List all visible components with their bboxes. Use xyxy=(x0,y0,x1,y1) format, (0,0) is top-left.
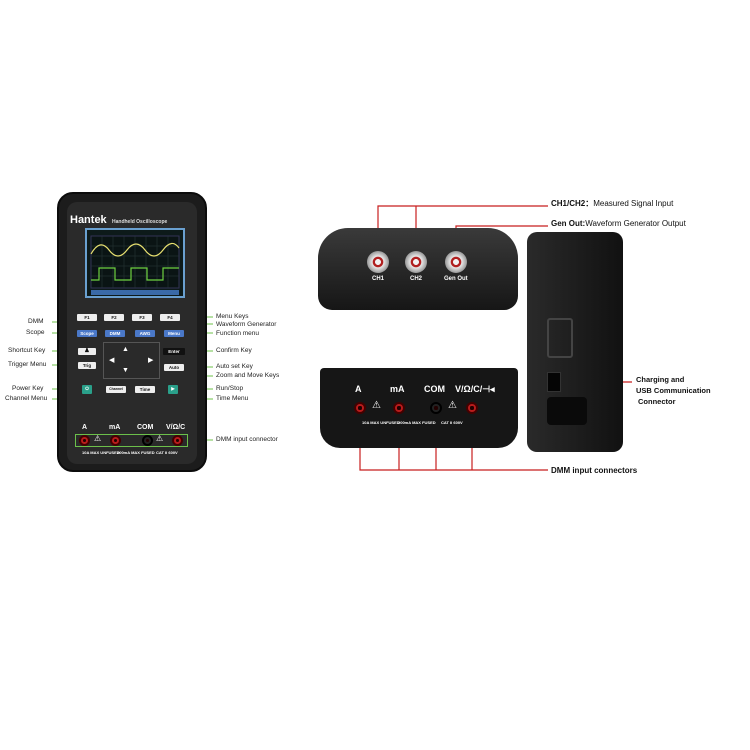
jack-note-a: 10A MAX UNFUSED xyxy=(82,450,120,455)
usb-port[interactable] xyxy=(547,372,561,392)
annotation-charging: Charging and USB Communication Connector xyxy=(636,374,711,407)
bottom-jack-label-v: V/Ω/C/⊣◂ xyxy=(455,384,495,394)
annotation-ch-bold: CH1/CH2： xyxy=(551,199,594,208)
f4-key[interactable]: F4 xyxy=(160,314,180,321)
side-cover xyxy=(547,318,573,358)
side-view xyxy=(527,232,623,452)
person-icon: ♟ xyxy=(84,348,90,354)
ch1-label: CH1 xyxy=(372,276,385,282)
channel-key[interactable]: Channel xyxy=(106,386,126,393)
bottom-jack-com[interactable] xyxy=(430,402,442,414)
bottom-view xyxy=(320,368,518,448)
jack-label-com: COM xyxy=(137,424,154,431)
bottom-jack-a[interactable] xyxy=(354,402,366,414)
jack-note-ma: 200mA MAX FUSED xyxy=(117,450,155,455)
bottom-note-a: 10A MAX UNFUSED xyxy=(362,420,400,425)
run-stop-key[interactable]: ▶ xyxy=(168,385,178,394)
annotation-charging-line2: USB Communication xyxy=(636,386,711,395)
dmm-key[interactable]: DMM xyxy=(105,330,125,337)
f1-key[interactable]: F1 xyxy=(77,314,97,321)
label-scope: Scope xyxy=(26,329,45,336)
usb-port-cover xyxy=(547,397,587,425)
brand-logo: Hantek xyxy=(70,214,107,226)
bottom-jack-ma[interactable] xyxy=(393,402,405,414)
label-time-menu: Time Menu xyxy=(216,395,249,402)
model-line: Handheld Oscilloscope xyxy=(112,219,168,225)
annotation-gen-bold: Gen Out: xyxy=(551,219,586,228)
label-waveform-generator: Waveform Generator xyxy=(216,321,277,328)
jack-label-v: V/Ω/C xyxy=(166,424,186,431)
label-confirm-key: Confirm Key xyxy=(216,347,252,354)
time-key[interactable]: Time xyxy=(135,386,155,393)
annotation-gen-rest: Waveform Generator Output xyxy=(585,219,686,228)
awg-key[interactable]: AWG xyxy=(135,330,155,337)
label-dmm-input: DMM input connector xyxy=(216,436,278,443)
annotation-gen: Gen Out:Waveform Generator Output xyxy=(551,219,686,228)
sine-waveform xyxy=(90,242,180,257)
annotation-ch: CH1/CH2：Measured Signal Input xyxy=(551,198,673,209)
label-shortcut-key: Shortcut Key xyxy=(8,347,46,354)
label-auto-set-key: Auto set Key xyxy=(216,363,253,370)
up-arrow-icon[interactable]: ▲ xyxy=(122,346,129,353)
f2-key[interactable]: F2 xyxy=(104,314,124,321)
play-icon: ▶ xyxy=(171,386,175,391)
down-arrow-icon[interactable]: ▼ xyxy=(122,367,129,374)
bottom-jack-label-com: COM xyxy=(424,384,445,394)
jack-ma[interactable] xyxy=(110,435,121,446)
nav-cluster: ▲ ▼ ◀ ▶ xyxy=(103,342,160,379)
trig-key[interactable]: Trig xyxy=(78,362,96,369)
bottom-jack-v[interactable] xyxy=(466,402,478,414)
enter-key[interactable]: Enter xyxy=(163,348,185,355)
label-menu-keys: Menu Keys xyxy=(216,313,249,320)
warning-icon: ⚠ xyxy=(372,400,381,411)
left-arrow-icon[interactable]: ◀ xyxy=(109,357,115,364)
right-arrow-icon[interactable]: ▶ xyxy=(148,357,154,364)
f3-key[interactable]: F3 xyxy=(132,314,152,321)
power-icon: ⏻ xyxy=(85,386,89,391)
power-key[interactable]: ⏻ xyxy=(82,385,92,394)
jack-label-a: A xyxy=(82,424,88,431)
ch2-connector[interactable] xyxy=(405,251,427,273)
label-run-stop: Run/Stop xyxy=(216,385,244,392)
label-dmm: DMM xyxy=(28,318,44,325)
bottom-note-v: CAT II 600V xyxy=(441,420,463,425)
display-screen xyxy=(85,228,185,298)
bottom-jack-label-ma: mA xyxy=(390,384,405,394)
jack-a[interactable] xyxy=(79,435,90,446)
label-trigger-menu: Trigger Menu xyxy=(8,361,47,368)
bottom-jack-label-a: A xyxy=(355,384,362,394)
ch2-label: CH2 xyxy=(410,276,423,282)
jack-v[interactable] xyxy=(172,435,183,446)
ch1-connector[interactable] xyxy=(367,251,389,273)
jack-group xyxy=(75,434,188,447)
menu-key[interactable]: Menu xyxy=(164,330,184,337)
status-bar xyxy=(91,290,179,295)
warning-icon: ⚠ xyxy=(448,400,457,411)
label-function-menu: Function menu xyxy=(216,330,259,337)
square-waveform xyxy=(91,267,179,281)
scope-key[interactable]: Scope xyxy=(77,330,97,337)
label-power-key: Power Key xyxy=(12,385,44,392)
label-channel-menu: Channel Menu xyxy=(5,395,48,402)
jack-com[interactable] xyxy=(142,435,153,446)
annotation-charging-line1: Charging and xyxy=(636,375,685,384)
bottom-note-ma: 200mA MAX FUSED xyxy=(398,420,436,425)
jack-label-ma: mA xyxy=(109,424,121,431)
waveform-display xyxy=(90,235,180,295)
gen-out-label: Gen Out xyxy=(444,276,468,282)
gen-out-connector[interactable] xyxy=(445,251,467,273)
shortcut-key[interactable]: ♟ xyxy=(78,348,96,355)
warning-icon: ⚠ xyxy=(94,434,102,443)
jack-note-v: CAT II 600V xyxy=(156,450,178,455)
auto-key[interactable]: Auto xyxy=(164,364,184,371)
annotation-ch-rest: Measured Signal Input xyxy=(593,199,674,208)
warning-icon: ⚠ xyxy=(156,434,164,443)
label-zoom-move-keys: Zoom and Move Keys xyxy=(216,372,280,379)
annotation-charging-line3: Connector xyxy=(638,397,676,406)
annotation-dmm-connectors: DMM input connectors xyxy=(551,466,638,475)
